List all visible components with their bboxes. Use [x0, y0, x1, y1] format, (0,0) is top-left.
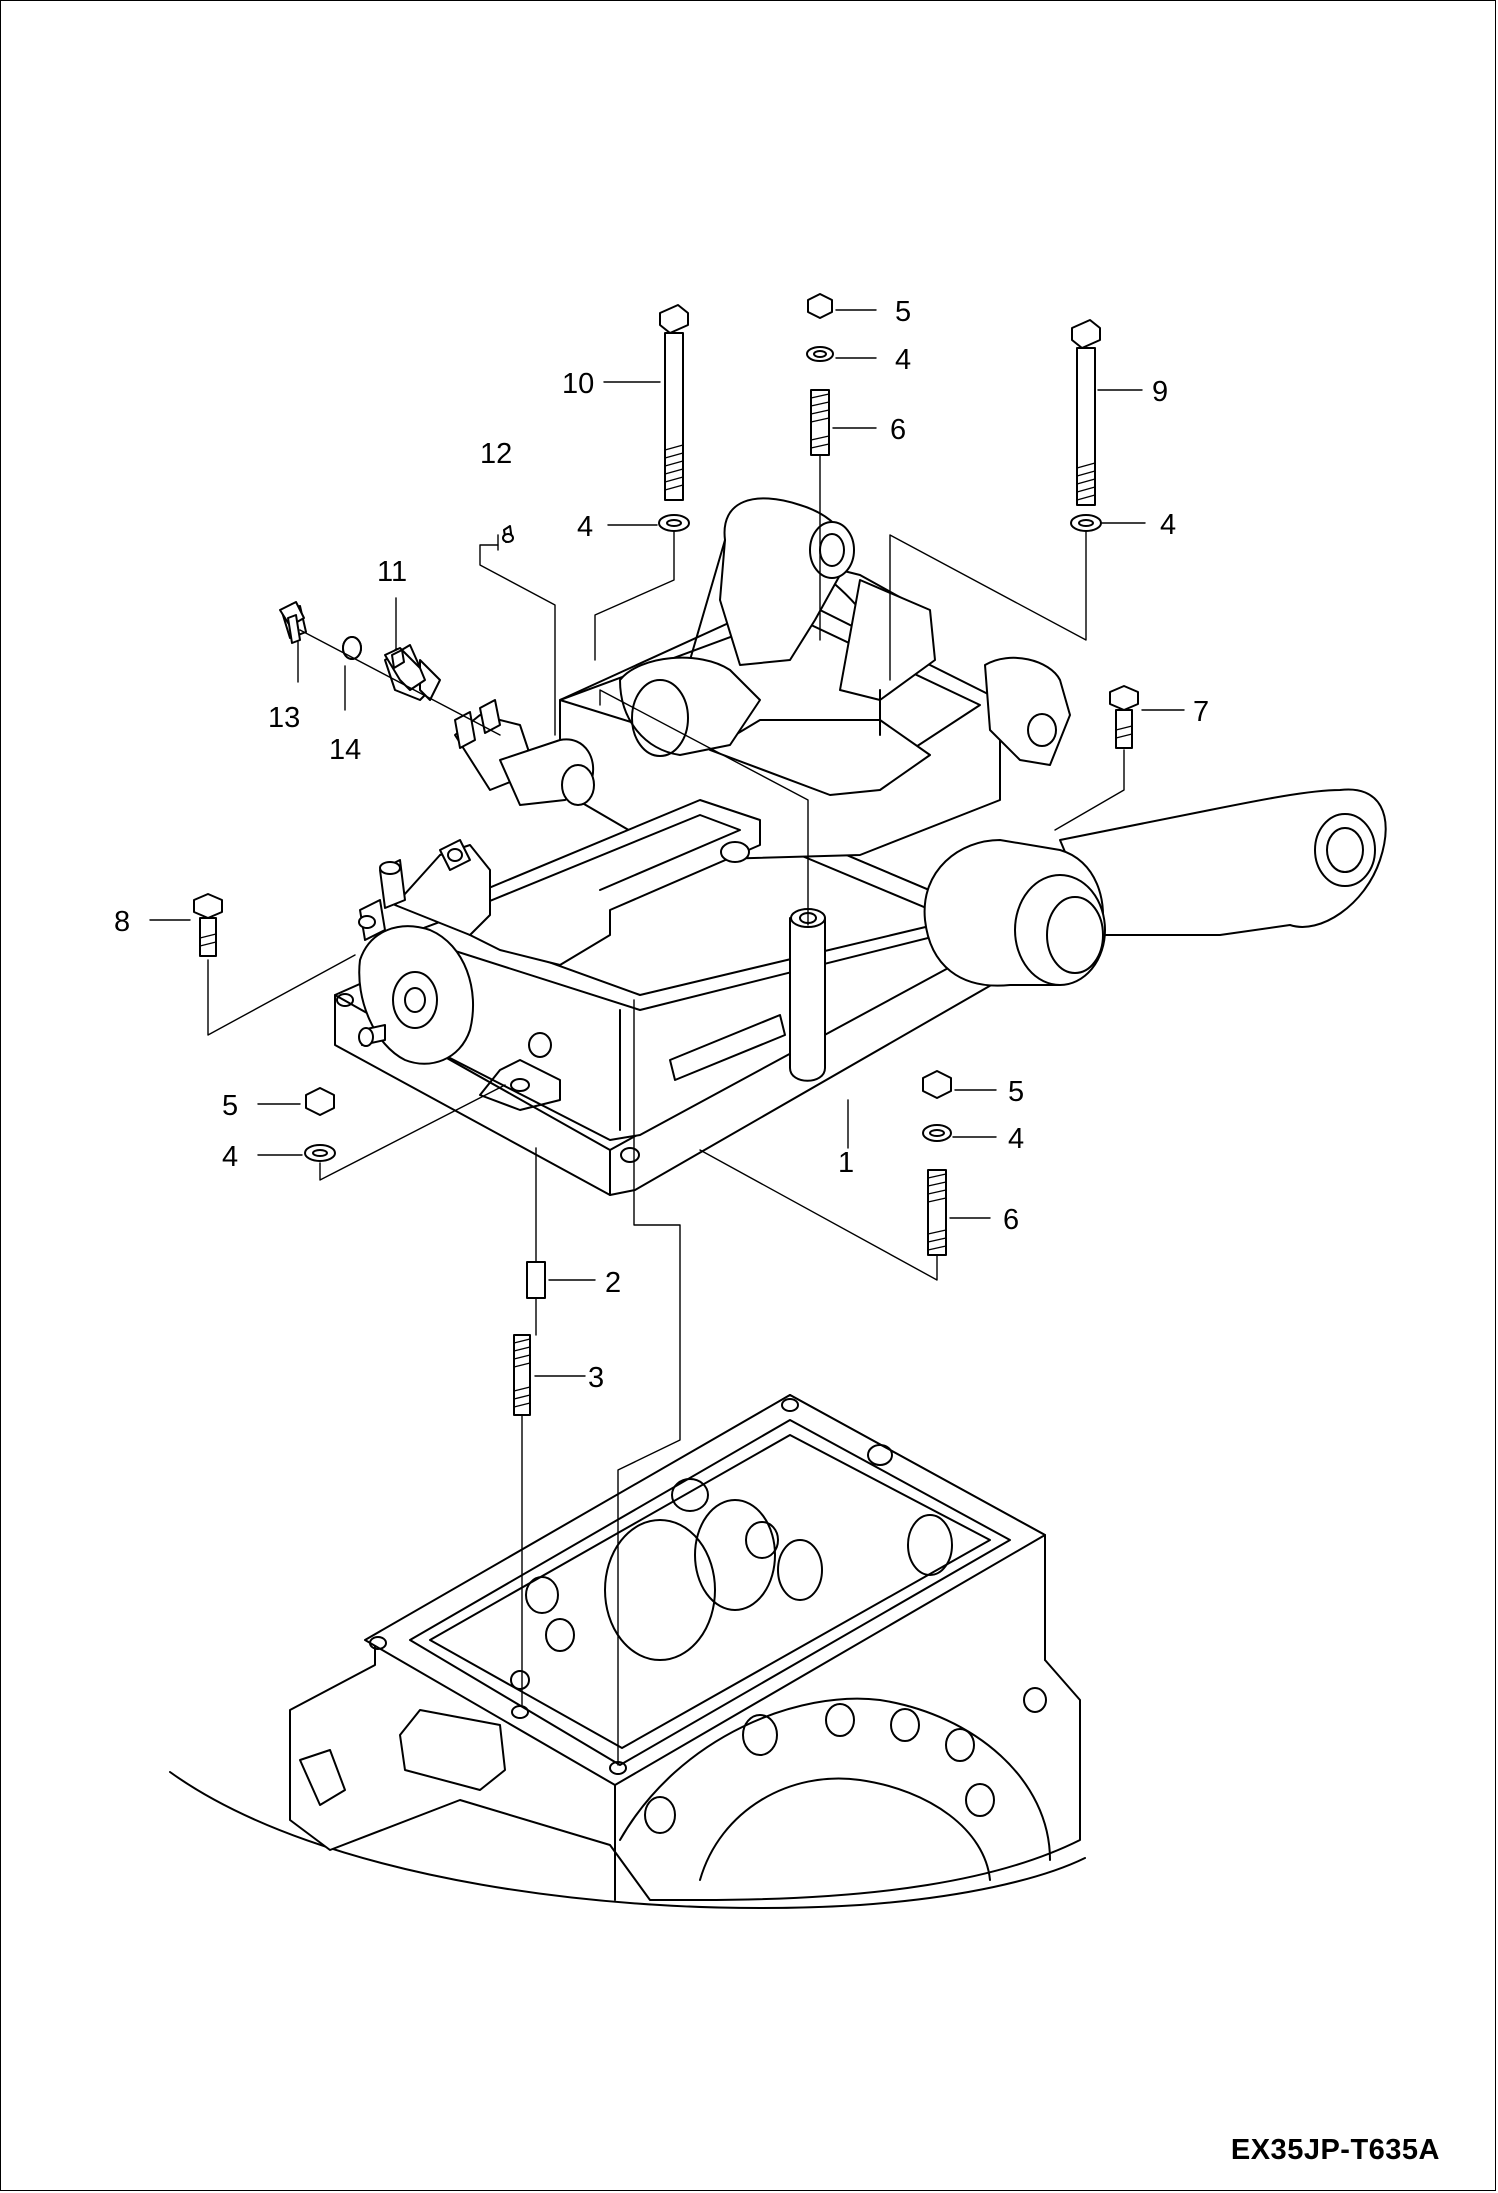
callout-4-left: 4	[222, 1141, 238, 1173]
leader-lines	[207, 454, 1125, 1766]
callout-11: 11	[377, 556, 407, 588]
washers	[304, 346, 1102, 1162]
callout-14: 14	[329, 734, 361, 766]
stud-3	[513, 1334, 531, 1416]
control-valve-assembly	[358, 839, 491, 1065]
callout-4-top: 4	[895, 344, 911, 376]
callout-7: 7	[1193, 696, 1209, 728]
bolt-10	[659, 304, 689, 501]
callout-8: 8	[114, 906, 130, 938]
callout-labels: 1 2 3 4 4 4 4 4 5 5 5 6 6 7 8 9 10 11 12…	[114, 296, 1209, 1394]
callout-10: 10	[562, 368, 594, 400]
transmission-case	[169, 1394, 1086, 1910]
dowel-pin-2	[526, 1261, 546, 1299]
callout-6-right: 6	[1003, 1204, 1019, 1236]
callout-6-top: 6	[890, 414, 906, 446]
drawing-code: EX35JP-T635A	[1230, 2134, 1440, 2166]
bolt-7	[1109, 685, 1139, 749]
callout-4-right: 4	[1008, 1123, 1024, 1155]
callout-3: 3	[588, 1362, 604, 1394]
callout-4-bolt9: 4	[1160, 509, 1176, 541]
callout-12: 12	[480, 438, 512, 470]
callout-5-top: 5	[895, 296, 911, 328]
callout-1: 1	[838, 1147, 854, 1179]
callout-4-bolt10: 4	[577, 511, 593, 543]
callout-5-right: 5	[1008, 1076, 1024, 1108]
bolt-8	[193, 893, 223, 957]
nuts	[305, 293, 952, 1116]
studs	[810, 389, 947, 1256]
callout-9: 9	[1152, 376, 1168, 408]
callout-ticks	[149, 309, 1185, 1377]
callout-13: 13	[268, 702, 300, 734]
callout-2: 2	[605, 1267, 621, 1299]
bolt-9	[1071, 319, 1101, 506]
callout-5-left: 5	[222, 1090, 238, 1122]
small-parts	[279, 601, 426, 691]
sensor-assembly	[281, 525, 595, 806]
hydraulic-lift-cover	[334, 497, 1387, 1196]
